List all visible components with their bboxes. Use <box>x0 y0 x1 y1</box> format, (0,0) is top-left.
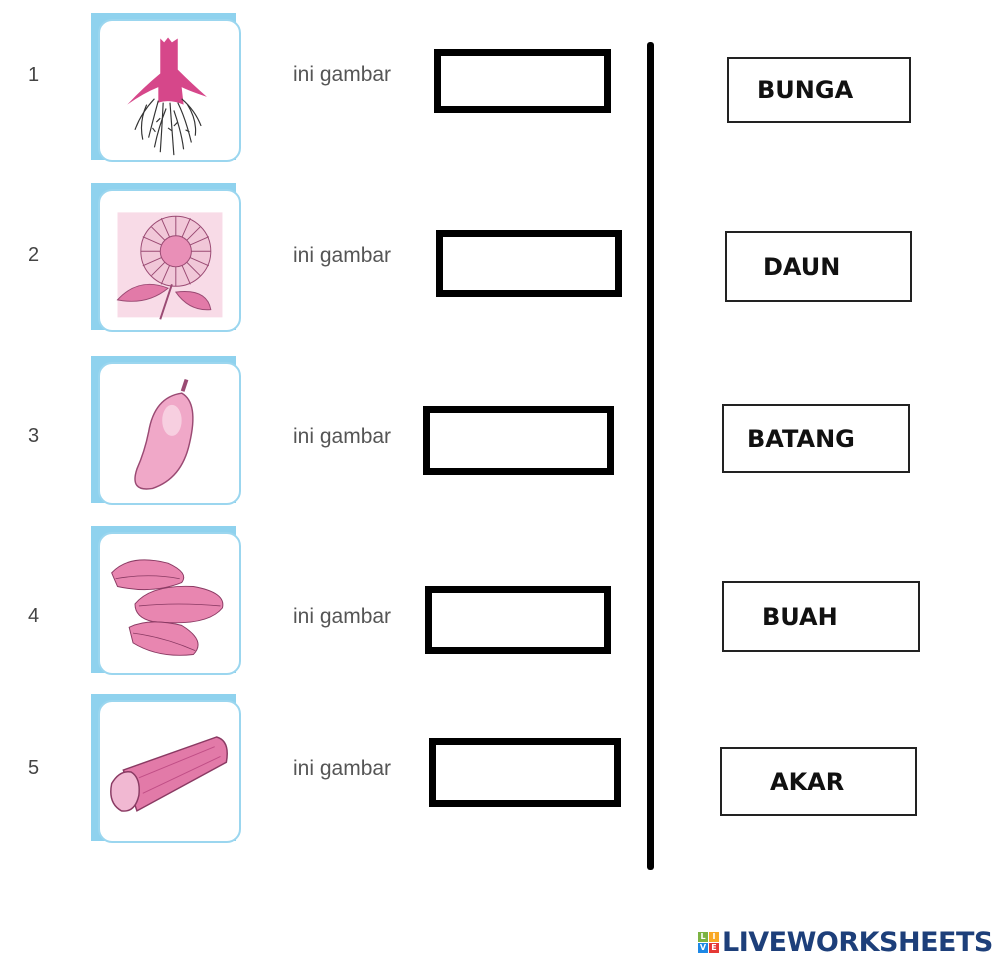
word-card-bunga[interactable]: BUNGA <box>727 57 911 123</box>
row-number: 5 <box>28 757 40 779</box>
prompt-label: ini gambar <box>293 63 392 86</box>
fruit-image <box>98 362 241 505</box>
flower-image <box>98 189 241 332</box>
leaves-image <box>98 532 241 675</box>
prompt-label: ini gambar <box>293 605 392 628</box>
stem-image <box>98 700 241 843</box>
image-card-root <box>91 13 243 165</box>
image-card-stem <box>91 694 243 846</box>
brand-name: LIVEWORKSHEETS <box>722 927 993 958</box>
word-label: BATANG <box>747 424 855 453</box>
divider-line <box>647 42 654 870</box>
live-logo-icon: L I V E <box>698 932 719 953</box>
word-label: DAUN <box>763 252 841 281</box>
image-card-fruit <box>91 356 243 508</box>
row-number: 4 <box>28 605 40 627</box>
answer-box-3[interactable] <box>423 406 614 475</box>
image-card-leaves <box>91 526 243 678</box>
prompt-label: ini gambar <box>293 244 392 267</box>
word-card-daun[interactable]: DAUN <box>725 231 912 302</box>
word-card-akar[interactable]: AKAR <box>720 747 917 816</box>
prompt-label: ini gambar <box>293 757 392 780</box>
answer-box-1[interactable] <box>434 49 611 113</box>
answer-box-2[interactable] <box>436 230 622 297</box>
word-label: BUNGA <box>757 76 854 104</box>
image-card-flower <box>91 183 243 335</box>
row-number: 1 <box>28 64 40 86</box>
word-label: BUAH <box>762 602 838 631</box>
prompt-label: ini gambar <box>293 425 392 448</box>
word-card-buah[interactable]: BUAH <box>722 581 920 652</box>
word-card-batang[interactable]: BATANG <box>722 404 910 473</box>
word-label: AKAR <box>770 767 845 796</box>
root-image <box>98 19 241 162</box>
row-number: 2 <box>28 244 40 266</box>
answer-box-4[interactable] <box>425 586 611 654</box>
row-number: 3 <box>28 425 40 447</box>
liveworksheets-logo[interactable]: L I V E LIVEWORKSHEETS <box>698 927 993 958</box>
answer-box-5[interactable] <box>429 738 621 807</box>
